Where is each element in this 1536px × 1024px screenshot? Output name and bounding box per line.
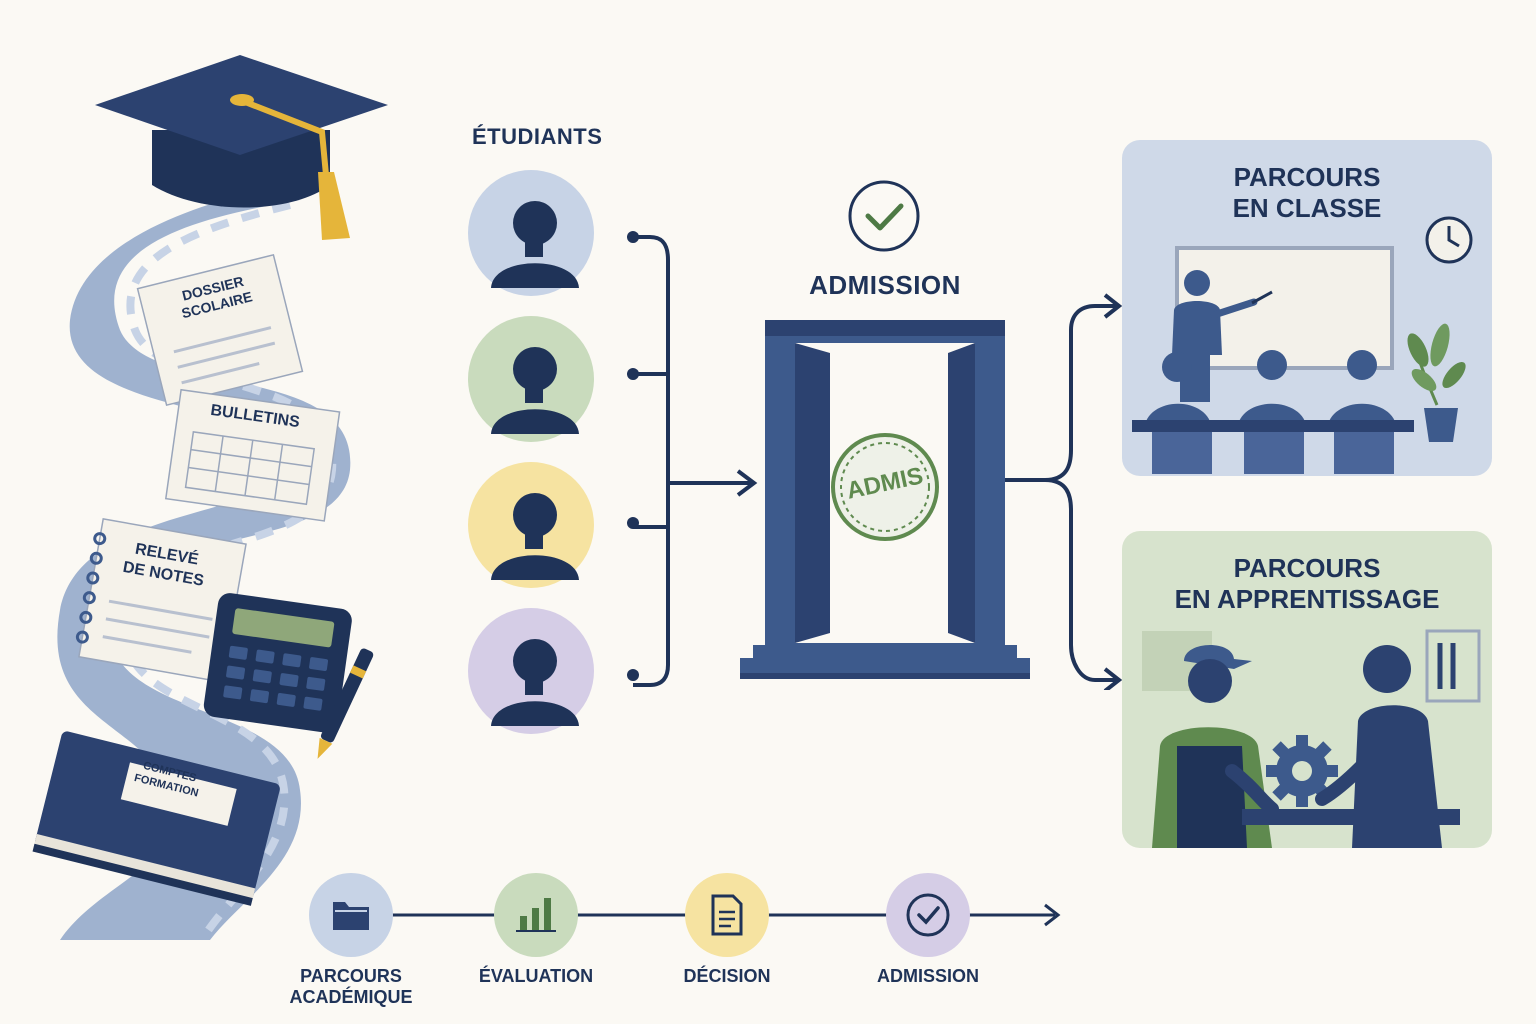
timeline-step-label-line: ADMISSION: [876, 966, 979, 986]
winding-path: [57, 190, 351, 940]
classroom-illustration: [1132, 216, 1473, 474]
plant-icon: [1407, 323, 1466, 442]
path-apprenticeship-title-line-2: EN APPRENTISSAGE: [1174, 584, 1440, 614]
admis-stamp: [831, 433, 939, 541]
connector-dot-4: [627, 669, 639, 681]
folder-icon: [333, 902, 369, 930]
arrow-to-door: [736, 469, 758, 497]
branch-arrows: [1005, 293, 1123, 690]
graduation-cap-icon: [95, 55, 388, 240]
bar-chart-icon: [516, 898, 556, 932]
workshop-illustration: [1142, 629, 1481, 848]
students-title: ÉTUDIANTS: [472, 124, 603, 149]
admission-door: [740, 320, 1030, 679]
timeline-step-2: [494, 873, 578, 957]
student-avatar-2: [468, 316, 594, 442]
timeline-step-label-3: DÉCISION: [637, 966, 817, 987]
teacher-figure: [1172, 270, 1273, 402]
path-classroom-title: PARCOURS EN CLASSE: [1122, 162, 1492, 224]
timeline-step-4: [886, 873, 970, 957]
timeline-step-label-line: DÉCISION: [683, 966, 771, 986]
document-icon: [711, 894, 743, 936]
path-apprenticeship-title: PARCOURS EN APPRENTISSAGE: [1122, 553, 1492, 615]
student-avatar-1: [468, 170, 594, 296]
students-group: [468, 170, 758, 734]
calculator-icon: [203, 593, 352, 733]
dossier-scolaire-doc: [136, 253, 304, 407]
path-classroom-title-line-1: PARCOURS: [1233, 162, 1381, 192]
timeline-step-3: [685, 873, 769, 957]
path-classroom-title-line-2: EN CLASSE: [1232, 193, 1382, 223]
timeline-step-1: [309, 873, 393, 957]
process-timeline: [309, 873, 1061, 957]
path-apprenticeship-panel: PARCOURS EN APPRENTISSAGE: [1122, 531, 1492, 848]
comptes-formation-book: [32, 731, 280, 906]
timeline-step-label-line: PARCOURS: [300, 966, 402, 986]
student-avatar-4: [468, 608, 594, 734]
timeline-step-label-line: ACADÉMIQUE: [289, 987, 413, 1007]
students-bracket: [633, 235, 752, 687]
admission-check-icon: [848, 180, 920, 252]
check-circle-icon: [906, 893, 950, 937]
timeline-step-label-4: ADMISSION: [838, 966, 1018, 987]
mentor-figure: [1315, 645, 1442, 848]
clock-icon: [1425, 216, 1473, 264]
bulletins-doc: [164, 388, 341, 522]
timeline-step-label-line: ÉVALUATION: [478, 966, 594, 986]
student-avatar-3: [468, 462, 594, 588]
admission-title: ADMISSION: [809, 270, 961, 300]
pen-icon: [317, 648, 374, 759]
path-classroom-panel: PARCOURS EN CLASSE: [1122, 140, 1492, 476]
timeline-step-label-2: ÉVALUATION: [446, 966, 626, 987]
path-apprenticeship-title-line-1: PARCOURS: [1233, 553, 1381, 583]
tools-board-icon: [1425, 629, 1481, 703]
academic-path-illustration: [32, 55, 388, 940]
